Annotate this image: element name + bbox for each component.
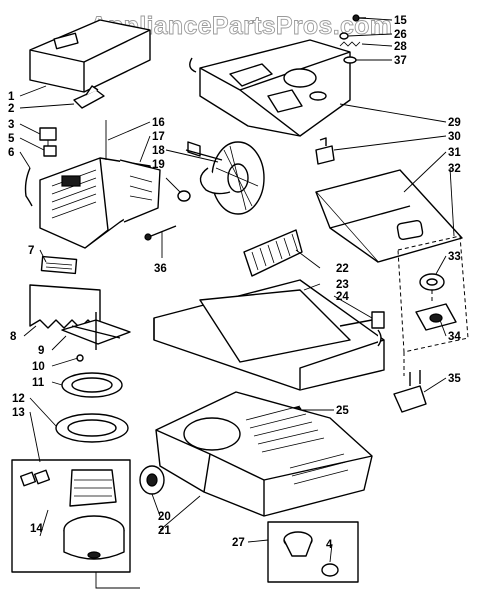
callout-19: 19 [152, 159, 165, 171]
part-cord-clip [339, 311, 385, 347]
callout-6: 6 [8, 147, 14, 159]
callout-30: 30 [448, 131, 461, 143]
callout-1: 1 [8, 91, 15, 103]
callout-9: 9 [38, 345, 44, 357]
part-dust-bag [315, 169, 463, 263]
part-cord-reel [185, 141, 265, 215]
part-fan [61, 312, 131, 350]
part-top-cover [29, 19, 151, 93]
callout-2: 2 [8, 103, 14, 115]
part-exhaust-grill [243, 229, 303, 277]
part-switch [39, 127, 57, 157]
part-switch-bracket [73, 85, 105, 109]
callout-21: 21 [158, 525, 171, 537]
callout-26: 26 [394, 29, 407, 41]
part-upper-hood [189, 39, 351, 137]
callout-18: 18 [152, 145, 165, 157]
part-bag-holder-kit [397, 235, 469, 353]
callout-23: 23 [336, 279, 349, 291]
callout-10: 10 [32, 361, 45, 373]
callout-20: 20 [158, 511, 171, 523]
callout-36: 36 [154, 263, 167, 275]
callout-31: 31 [448, 147, 461, 159]
callout-28: 28 [394, 41, 407, 53]
callout-16: 16 [152, 117, 165, 129]
part-motor-housing [39, 157, 161, 249]
callout-15: 15 [394, 15, 407, 27]
part-motor-assembly [11, 459, 131, 573]
callout-4: 4 [326, 539, 333, 551]
callout-14: 14 [30, 523, 43, 535]
part-mount-ring [55, 413, 129, 443]
callout-32: 32 [448, 163, 461, 175]
callout-11: 11 [32, 377, 45, 389]
part-wheel [139, 465, 165, 495]
part-plug [165, 177, 191, 202]
part-wire-clip [24, 167, 33, 207]
callout-3: 3 [8, 119, 14, 131]
callout-27: 27 [232, 537, 245, 549]
callout-17: 17 [152, 131, 165, 143]
part-gasket-ring [61, 372, 123, 398]
callout-24: 24 [336, 291, 349, 303]
callout-22: 22 [336, 263, 349, 275]
callout-13: 13 [12, 407, 25, 419]
part-canister-base [155, 391, 373, 517]
callout-33: 33 [448, 251, 461, 263]
callout-35: 35 [448, 373, 461, 385]
part-caster-kit [267, 521, 359, 583]
part-screw [144, 225, 177, 258]
callout-5: 5 [8, 133, 15, 145]
part-label-plate [40, 255, 78, 275]
callout-7: 7 [28, 245, 34, 257]
callout-12: 12 [12, 393, 25, 405]
callout-25: 25 [336, 405, 349, 417]
part-latch [315, 137, 335, 165]
callout-34: 34 [448, 331, 461, 343]
callout-8: 8 [10, 331, 17, 343]
part-hardware-set [339, 14, 366, 64]
callout-29: 29 [448, 117, 461, 129]
part-bottom-frame [153, 279, 385, 391]
callout-37: 37 [394, 55, 407, 67]
part-bag-bracket [393, 370, 427, 413]
